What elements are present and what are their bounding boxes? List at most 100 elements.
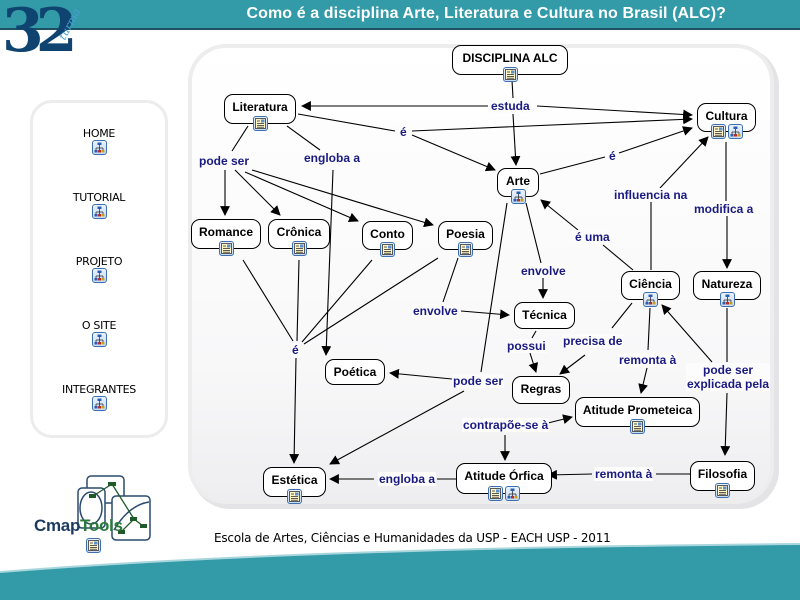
- edge: [611, 302, 633, 329]
- cmaptools-logo[interactable]: CmapTools: [34, 516, 123, 536]
- node-regras[interactable]: Regras: [512, 376, 570, 404]
- cmaptools-logo-graphic: [77, 475, 151, 541]
- edge-arrow: [559, 354, 586, 375]
- document-icon[interactable]: [715, 483, 730, 498]
- edge-arrow: [528, 352, 539, 373]
- concept-map-icon[interactable]: [505, 486, 520, 501]
- sidebar-item-label: PROJETO: [75, 255, 123, 268]
- concept-map-icon[interactable]: [91, 332, 107, 347]
- node-literatura[interactable]: Literatura: [224, 94, 296, 131]
- edge: [480, 202, 508, 373]
- sidebar-item-projeto[interactable]: PROJETO: [33, 255, 165, 286]
- sidebar-item-integrantes[interactable]: INTEGRANTES: [33, 383, 165, 414]
- edge-arrow: [251, 169, 434, 228]
- sidebar-nav: HOME TUTORIAL PROJETO O SITE INTEGRANTES: [30, 100, 168, 438]
- node-label: Arte: [505, 174, 530, 188]
- link-influencia-na: influencia na: [613, 188, 689, 202]
- document-icon[interactable]: [488, 486, 503, 501]
- node-label: Literatura: [232, 100, 288, 114]
- sidebar-item-label: TUTORIAL: [72, 191, 126, 204]
- edge: [511, 79, 514, 99]
- concept-map-icon[interactable]: [727, 124, 743, 139]
- edge-arrow: [638, 367, 648, 394]
- link-possui: possui: [506, 339, 547, 353]
- document-icon[interactable]: [252, 116, 268, 131]
- edge: [297, 113, 396, 132]
- document-icon[interactable]: [630, 419, 645, 434]
- cmaptools-label: Tools: [80, 516, 123, 535]
- page-title: Como é a disciplina Arte, Literatura e C…: [246, 5, 726, 22]
- node-label: Atitude Prometeica: [582, 403, 693, 417]
- turma-logo[interactable]: 32 turma: [0, 0, 100, 66]
- node-conto[interactable]: Conto: [362, 221, 413, 257]
- edge-arrow: [389, 368, 453, 380]
- concept-map-icon[interactable]: [510, 189, 526, 204]
- link-e: é: [399, 125, 408, 139]
- document-icon[interactable]: [380, 242, 395, 257]
- document-icon[interactable]: [458, 242, 473, 257]
- edge-arrow: [411, 114, 693, 132]
- edge-arrow: [289, 357, 300, 464]
- edge-arrow: [547, 414, 573, 424]
- edge: [539, 156, 606, 175]
- concept-map-icon[interactable]: [719, 292, 735, 307]
- node-natureza[interactable]: Natureza: [693, 271, 761, 307]
- node-atitude-orfica[interactable]: Atitude Órfica: [456, 463, 552, 501]
- link-e: é: [291, 343, 300, 357]
- link-remonta-a: remonta à: [594, 467, 654, 481]
- link-envolve: envolve: [520, 264, 567, 278]
- node-poesia[interactable]: Poesia: [438, 221, 493, 257]
- edge-arrow: [510, 113, 521, 166]
- node-tecnica[interactable]: Técnica: [514, 302, 575, 329]
- document-icon[interactable]: [710, 124, 726, 139]
- node-atitude-prometeica[interactable]: Atitude Prometeica: [575, 397, 700, 434]
- node-romance[interactable]: Romance: [191, 219, 261, 256]
- edge: [242, 259, 294, 342]
- concept-map-icon[interactable]: [91, 268, 107, 283]
- link-e: é: [608, 149, 617, 163]
- node-label: Poética: [333, 365, 377, 379]
- node-arte[interactable]: Arte: [497, 168, 539, 204]
- node-cronica[interactable]: Crônica: [268, 219, 330, 256]
- concept-map-icon[interactable]: [91, 396, 107, 411]
- edge-arrow: [547, 469, 593, 480]
- footer-credit: Escola de Artes, Ciências e Humanidades …: [214, 531, 611, 545]
- link-pode-ser-explicada-pela: pode ser explicada pela: [686, 363, 771, 391]
- node-label: Regras: [520, 382, 562, 396]
- concept-map-icon[interactable]: [643, 292, 658, 307]
- link-pode-ser: pode ser: [452, 374, 505, 388]
- document-icon[interactable]: [86, 538, 101, 553]
- sidebar-item-home[interactable]: HOME: [33, 127, 165, 158]
- sidebar-item-label: O SITE: [81, 319, 117, 332]
- edge-arrow: [540, 199, 579, 231]
- node-filosofia[interactable]: Filosofia: [690, 461, 755, 498]
- document-icon[interactable]: [287, 489, 302, 504]
- edge-arrow: [720, 392, 731, 456]
- concept-map-icon[interactable]: [91, 204, 107, 219]
- document-icon[interactable]: [218, 241, 234, 256]
- node-disciplina-alc[interactable]: DISCIPLINA ALC: [452, 45, 568, 82]
- document-icon[interactable]: [291, 241, 307, 256]
- edge: [647, 307, 651, 351]
- edge: [301, 259, 373, 343]
- concept-map-icon[interactable]: [91, 140, 107, 155]
- sidebar-item-o-site[interactable]: O SITE: [33, 319, 165, 350]
- edge: [296, 259, 300, 342]
- edge: [525, 202, 542, 264]
- link-remonta-a: remonta à: [618, 353, 678, 367]
- edge-arrow: [411, 134, 496, 172]
- edge: [602, 244, 634, 271]
- node-cultura[interactable]: Cultura: [697, 103, 756, 139]
- node-label: Conto: [370, 227, 405, 241]
- document-icon[interactable]: [502, 67, 518, 82]
- node-poetica[interactable]: Poética: [325, 359, 385, 385]
- link-envolve: envolve: [412, 304, 459, 318]
- link-estuda: estuda: [490, 99, 531, 113]
- node-label: DISCIPLINA ALC: [462, 51, 558, 65]
- sidebar-item-tutorial[interactable]: TUTORIAL: [33, 191, 165, 222]
- node-estetica[interactable]: Estética: [263, 467, 326, 504]
- node-ciencia[interactable]: Ciência: [621, 271, 680, 307]
- edge-arrow: [659, 136, 709, 189]
- node-label: Ciência: [629, 277, 672, 291]
